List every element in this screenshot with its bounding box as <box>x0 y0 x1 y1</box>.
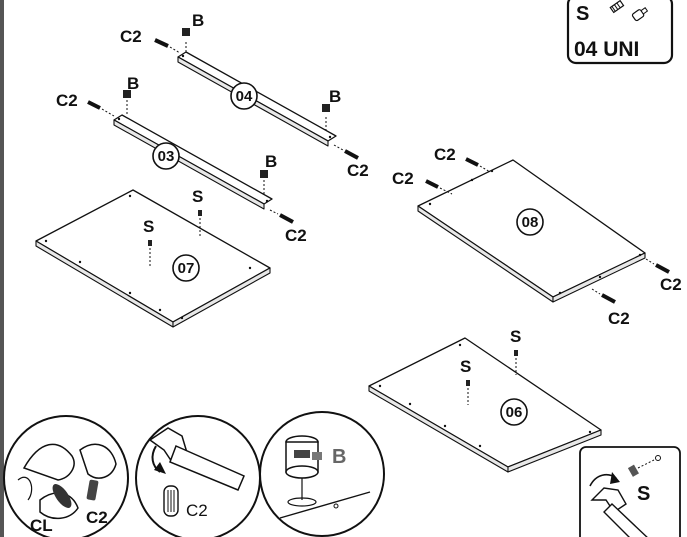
part-label-07: 07 <box>178 260 195 277</box>
detail-hands-circle: CL C2 <box>3 415 129 537</box>
panel-06-holes <box>378 343 592 448</box>
cam-bolt-3 <box>322 104 330 112</box>
cam-detail-label: B <box>332 446 346 468</box>
hammer-icon <box>148 427 245 491</box>
panel-06: 06 <box>368 337 602 473</box>
cam-bolt-2 <box>123 90 131 98</box>
dowel-icon <box>163 485 179 517</box>
left-margin-bar <box>0 0 4 537</box>
part-label-06: 06 <box>506 404 523 421</box>
clip-label: CL <box>30 516 53 535</box>
dowel-label-3: C2 <box>347 161 369 180</box>
screw-group: S S S S <box>143 187 521 405</box>
cam-bolt-label-2: B <box>127 74 139 93</box>
dowel-label-8: C2 <box>608 309 630 328</box>
legend-quantity: 04 UNI <box>574 38 639 61</box>
dowel-label-4: C2 <box>285 226 307 245</box>
screw-label-2: S <box>143 217 154 236</box>
screw-icon-small <box>627 455 661 477</box>
hammer-dowel-label: C2 <box>186 501 208 520</box>
rail-04: 04 <box>177 42 337 147</box>
panel-08-holes <box>428 169 642 295</box>
part-label-03: 03 <box>158 148 175 165</box>
part-label-08: 08 <box>522 214 539 231</box>
cam-bolt-1 <box>182 28 190 36</box>
panel-07: 07 <box>35 189 271 328</box>
cam-bolt-group: B B B B <box>123 11 341 178</box>
screw-dowel-icon <box>609 0 649 22</box>
detail-screw-box: S <box>579 446 681 537</box>
legend-box: S 04 UNI <box>566 0 674 65</box>
screw-label-1: S <box>192 187 203 206</box>
dowel-label-7: C2 <box>660 275 682 294</box>
dowel-group: C2 C2 C2 C2 C2 C2 C2 C2 <box>56 27 682 328</box>
dowel-label-6: C2 <box>392 169 414 188</box>
cam-bolt-label-4: B <box>265 152 277 171</box>
hammer-icon-small <box>590 487 648 537</box>
rail-03: 03 <box>113 100 273 210</box>
part-circle-04 <box>230 82 258 110</box>
dowel-detail-label: C2 <box>86 508 108 527</box>
legend-code: S <box>576 3 589 25</box>
part-label-04: 04 <box>236 88 253 105</box>
detail-hammer-dowel-circle: C2 <box>135 415 261 537</box>
part-circle-07 <box>172 254 200 282</box>
panel-07-holes <box>44 194 252 320</box>
dowel-label-2: C2 <box>56 91 78 110</box>
part-circle-08 <box>516 208 544 236</box>
part-circle-03 <box>152 142 180 170</box>
screw-label-3: S <box>510 327 521 346</box>
cam-bolt-4 <box>260 170 268 178</box>
dowel-label-5: C2 <box>434 145 456 164</box>
cam-bolt-label-3: B <box>329 87 341 106</box>
dowel-label-1: C2 <box>120 27 142 46</box>
panel-08: 08 <box>417 159 646 303</box>
cam-bolt-label-1: B <box>192 11 204 30</box>
detail-cam-circle: B <box>259 411 385 537</box>
screw-detail-label: S <box>637 483 650 505</box>
part-circle-06 <box>500 398 528 426</box>
screw-label-4: S <box>460 357 471 376</box>
cam-lock-icon <box>285 435 322 507</box>
